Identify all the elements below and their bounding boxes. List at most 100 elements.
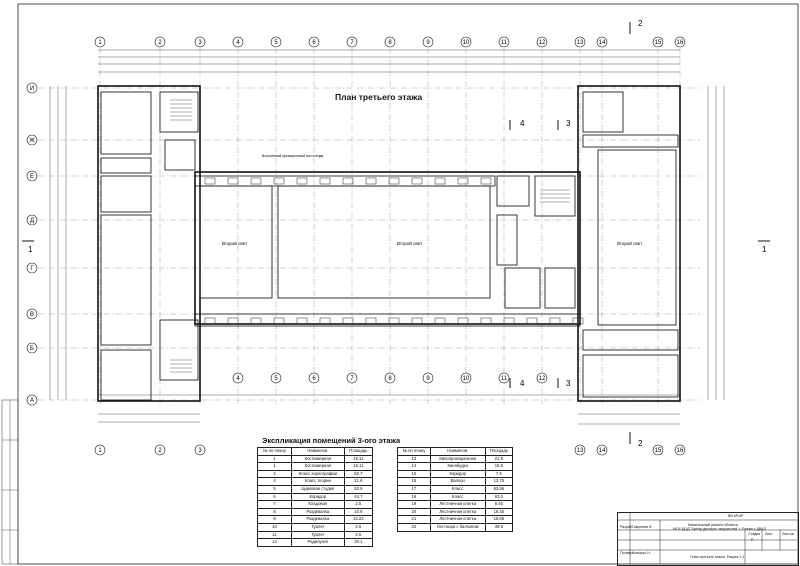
window-mark [526, 317, 538, 325]
tb-stage-label: Стадия [748, 532, 761, 536]
cell-name: Туалет [290, 522, 345, 532]
axis-bubble-circle [674, 444, 686, 456]
window-mark [411, 177, 423, 185]
row-axis-label: Е [30, 174, 34, 180]
window-mark [227, 317, 239, 325]
column-axis-label: 15 [655, 40, 662, 46]
cell-number: 1 [257, 454, 292, 464]
cell-name: Балкон [429, 477, 486, 486]
cell-area: 2.5 [343, 500, 374, 509]
cell-area: 16.45 [484, 507, 514, 517]
axis-bubble-circle [574, 36, 586, 48]
axis-bubble-circle [26, 134, 38, 146]
axis-bubble-circle [346, 372, 358, 384]
column-axis-label: 7 [350, 40, 354, 46]
cell-number: 17 [397, 484, 431, 494]
cell-number: 11 [257, 530, 292, 540]
axis-bubble-circle [26, 342, 38, 354]
cell-area: 13.22 [343, 515, 374, 524]
cell-number: 9 [257, 515, 292, 524]
column-axis-label: 10 [463, 40, 470, 46]
section-mark-3-top: 3 [566, 119, 571, 128]
cell-area: 2.6 [343, 522, 374, 532]
cell-area: 15.11 [343, 454, 374, 464]
window-mark [250, 317, 262, 325]
cell-name: Класс [429, 492, 486, 502]
cell-number: 22 [397, 522, 431, 532]
axis-bubble-circle [26, 394, 38, 406]
col-header-area: Площадь [484, 447, 514, 456]
column-axis-label: 6 [312, 40, 316, 46]
column-axis-label: 12 [539, 40, 546, 46]
column-axis-label: 2 [158, 40, 162, 46]
cell-area: 16.85 [484, 515, 514, 524]
column-axis-label: 8 [388, 40, 392, 46]
column-axis-label: 5 [274, 40, 278, 46]
axis-bubble-circle [26, 214, 38, 226]
axis-bubble-circle [26, 82, 38, 94]
column-axis-label: 14 [599, 40, 606, 46]
stage-note: Встроенный проекционный пол стенда [262, 154, 323, 158]
cell-number: 19 [397, 500, 431, 509]
cell-area: 63.0 [484, 492, 514, 502]
cell-name: Костюмерная [290, 454, 345, 464]
cell-name: Класс [429, 484, 486, 494]
room-label-left: Второй свет [222, 240, 247, 246]
axis-bubble-circle [498, 372, 510, 384]
window-mark [388, 317, 400, 325]
window-mark [365, 317, 377, 325]
col-header-name: Наименов. [429, 447, 486, 456]
axis-bubble-circle [674, 36, 686, 48]
column-axis-label: 13 [577, 40, 584, 46]
window-mark [434, 177, 446, 185]
explication-title: Экспликация помещений 3-ого этажа [262, 436, 401, 445]
column-axis-label: 9 [426, 376, 430, 382]
cell-number: 14 [397, 462, 431, 471]
cell-number: 16 [397, 477, 431, 486]
column-axis-label: 4 [236, 40, 240, 46]
window-mark [549, 317, 561, 325]
row-axis-label: В [30, 312, 34, 318]
tb-line2: МОУ ДОД "Центр детского творчества" г. Р… [673, 527, 766, 531]
tb-dev-name: Гаврилов Н. [632, 525, 653, 529]
axis-bubble-circle [652, 444, 664, 456]
window-mark [503, 317, 515, 325]
cell-name: Кинобудка [429, 462, 486, 471]
axis-bubble-circle [194, 36, 206, 48]
row-axis-label: А [30, 398, 34, 404]
title-block: ВВ.КР.АР Капитальный ремонт объекта МОУ … [617, 512, 799, 566]
cell-name: Раздевалка [290, 507, 345, 517]
cell-name: Лестничная клетка [429, 515, 486, 524]
cell-number: 18 [397, 492, 431, 502]
tb-name: План третьего этажа. Разрез 1-1 [690, 555, 745, 559]
column-axis-label: 5 [274, 376, 278, 382]
axis-bubble-circle [652, 36, 664, 48]
column-axis-label: 11 [501, 40, 508, 46]
window-mark [342, 177, 354, 185]
section-mark-2-bottom: 2 [638, 439, 643, 448]
window-mark [296, 317, 308, 325]
cell-number: 12 [257, 538, 292, 547]
tb-code: ВВ.КР.АР [728, 514, 744, 518]
section-mark-4-top: 4 [520, 119, 525, 128]
cell-area: 30.1 [343, 538, 374, 547]
cell-area: 15.11 [343, 462, 374, 471]
cell-area: 52.9 [343, 484, 374, 494]
cell-number: 2 [257, 469, 292, 479]
window-mark [273, 317, 285, 325]
cell-name: Класс хореографии [290, 469, 345, 479]
col-header-number: № по плану [257, 447, 292, 456]
row-axis-label: Г [30, 266, 34, 272]
cell-number: 5 [257, 484, 292, 494]
window-mark [411, 317, 423, 325]
